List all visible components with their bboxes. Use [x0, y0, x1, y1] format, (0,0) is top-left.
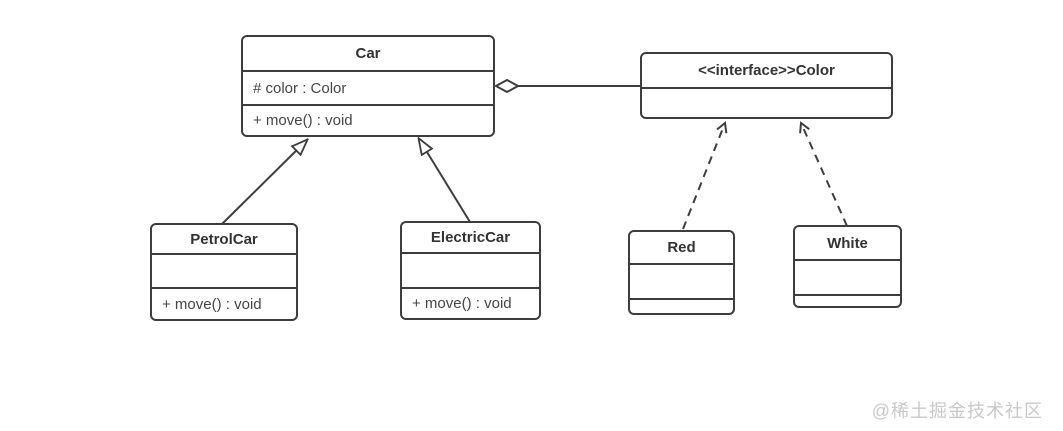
class-car-attributes: # color : Color [243, 70, 493, 104]
interface-color-body [642, 87, 891, 117]
class-box-petrolcar: PetrolCar + move() : void [150, 223, 298, 321]
class-petrolcar-methods: + move() : void [152, 287, 296, 319]
generalization-petrolcar-to-car [221, 140, 307, 225]
watermark: @稀土掘金技术社区 [871, 401, 1043, 421]
class-electriccar-method-move: + move() : void [412, 295, 512, 312]
class-white-attributes [795, 259, 900, 294]
aggregation-diamond-icon [493, 78, 521, 94]
class-petrolcar-method-move: + move() : void [162, 295, 262, 313]
class-car-method-move: + move() : void [253, 112, 353, 129]
class-car-title: Car [355, 45, 381, 62]
class-box-red: Red [628, 230, 735, 315]
class-car-methods: + move() : void [243, 104, 493, 135]
class-red-attributes [630, 263, 733, 298]
class-red-methods [630, 298, 733, 313]
class-white-title: White [827, 234, 868, 252]
generalization-electriccar-to-car [419, 139, 471, 223]
class-car-attribute-color: # color : Color [253, 79, 347, 97]
class-electriccar-methods: + move() : void [402, 287, 539, 318]
interface-color-title: <<interface>>Color [698, 62, 835, 79]
class-petrolcar-attributes [152, 253, 296, 287]
class-electriccar-title: ElectricCar [430, 229, 511, 246]
class-red-title: Red [667, 239, 696, 256]
interface-box-color: <<interface>>Color [640, 52, 893, 119]
class-electriccar-attributes [402, 252, 539, 287]
class-box-electriccar: ElectricCar + move() : void [400, 221, 541, 320]
realization-white-to-color [799, 121, 848, 227]
class-box-car: Car # color : Color + move() : void [241, 35, 495, 137]
class-box-white: White [793, 225, 902, 308]
class-petrolcar-title: PetrolCar [190, 230, 258, 248]
class-white-methods [795, 294, 900, 306]
realization-red-to-color [682, 121, 728, 230]
